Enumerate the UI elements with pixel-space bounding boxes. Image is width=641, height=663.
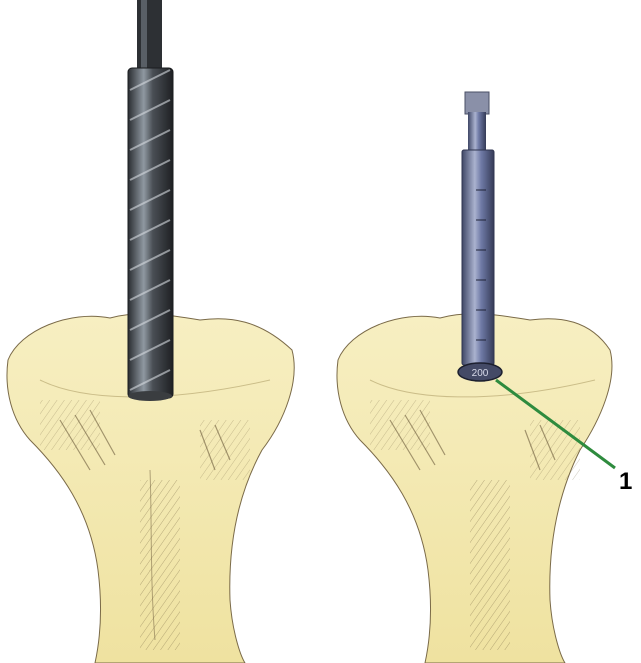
right-tibia-illustration: 200 <box>337 92 615 663</box>
ring-engraving: 200 <box>472 368 489 379</box>
callout-number: 1 <box>619 468 632 496</box>
left-tibia-illustration <box>7 0 294 663</box>
reamer-drill-icon <box>128 0 173 401</box>
